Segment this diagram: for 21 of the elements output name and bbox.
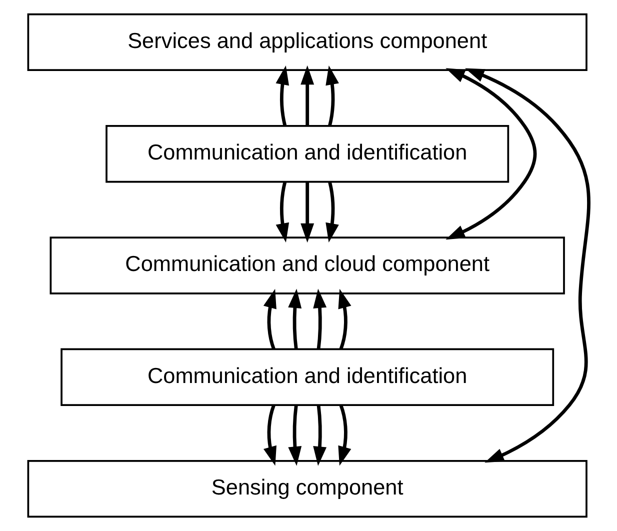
arrow	[465, 68, 590, 463]
arrow	[276, 182, 290, 243]
arrow	[326, 65, 339, 126]
arrow	[288, 405, 302, 466]
arrow	[313, 288, 327, 350]
arrow	[264, 404, 276, 466]
arrow	[288, 288, 302, 350]
arrow	[263, 288, 276, 350]
node-box: Sensing component	[27, 460, 588, 518]
arrow	[338, 404, 352, 466]
node-box: Communication and cloud component	[50, 236, 565, 294]
node-box: Services and applications component	[27, 13, 588, 72]
node-box: Communication and identification	[60, 348, 554, 406]
node-box: Communication and identification	[106, 125, 510, 183]
arrow	[313, 405, 327, 466]
arrow	[338, 288, 352, 350]
arrow	[326, 182, 339, 243]
arrow	[276, 65, 290, 126]
arrow	[300, 182, 314, 243]
arrow	[300, 65, 314, 126]
arrow	[446, 68, 537, 240]
